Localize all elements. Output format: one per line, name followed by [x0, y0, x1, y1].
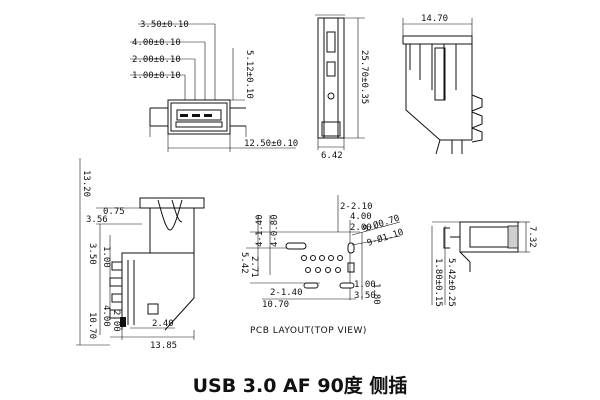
- dim-1-00: 1.00: [101, 246, 111, 268]
- dim-3-50: 3.50: [87, 243, 97, 265]
- dim-13-20: 13.20: [81, 170, 91, 197]
- pcb-holes: [301, 255, 343, 273]
- dim-12-50: 12.50±0.10: [244, 139, 298, 149]
- dim-10-70: 10.70: [87, 312, 97, 339]
- dim-1-80-pcb: 1.80: [371, 283, 381, 305]
- front-view: 3.50±0.10 4.00±0.10 2.00±0.10 1.00±0.10 …: [130, 20, 298, 152]
- dim-1-00: 1.00±0.10: [132, 71, 181, 81]
- dim-13-85: 13.85: [150, 341, 177, 351]
- dim-10-70-pcb: 10.70: [262, 300, 289, 310]
- dim-2-71: 2.71: [249, 256, 259, 278]
- dim-14-70: 14.70: [421, 14, 448, 24]
- dim-2-00-pcb: 2.00: [350, 223, 372, 233]
- dim-4-00-pcb: 4.00: [350, 212, 372, 222]
- dim-5-12: 5.12±0.10: [244, 50, 254, 99]
- dim-5-42-tol: 5.42±0.25: [446, 258, 456, 307]
- dim-2-40: 2.40: [152, 319, 174, 329]
- end-view: 7.32 1.80±0.15 5.42±0.25: [431, 221, 537, 307]
- dim-2-2-10: 2-2.10: [340, 202, 373, 212]
- dim-3-50: 3.50±0.10: [140, 20, 189, 30]
- dim-5-42: 5.42: [239, 252, 249, 274]
- dim-4-1-40: 4-1.40: [255, 214, 265, 247]
- bottom-view: 13.20 0.75 3.56 3.50 1.00 4.00 10.70 2.0…: [76, 158, 205, 351]
- dim-4-00: 4.00±0.10: [132, 38, 181, 48]
- dim-1-80-tol: 1.80±0.15: [433, 258, 443, 307]
- dim-4-00: 4.00: [101, 305, 111, 327]
- dim-0-75: 0.75: [103, 207, 125, 217]
- dim-2-00: 2.00: [111, 310, 121, 332]
- dim-4-0-80: 4-0.80: [270, 214, 280, 247]
- dim-2-00: 2.00±0.10: [132, 55, 181, 65]
- dim-6-42: 6.42: [321, 151, 343, 161]
- back-view: 14.70: [402, 14, 483, 155]
- pcb-caption: PCB LAYOUT(TOP VIEW): [250, 326, 367, 336]
- pcb-layout: 2-2.10 4-1.40 4-0.80 4.00 2.00 9-Ø0.70 9…: [239, 195, 405, 336]
- dim-1-00-pcb: 1.00: [354, 280, 376, 290]
- drawing-title: USB 3.0 AF 90度 侧插: [193, 374, 408, 397]
- dim-7-32: 7.32: [527, 226, 537, 248]
- dim-3-56: 3.56: [86, 215, 108, 225]
- dim-25-70: 25.70±0.35: [359, 50, 369, 104]
- side-view: 25.70±0.35 6.42: [315, 14, 369, 161]
- dim-2-1-40: 2-1.40: [270, 288, 303, 298]
- dim-3-50-pcb: 3.50: [354, 291, 376, 301]
